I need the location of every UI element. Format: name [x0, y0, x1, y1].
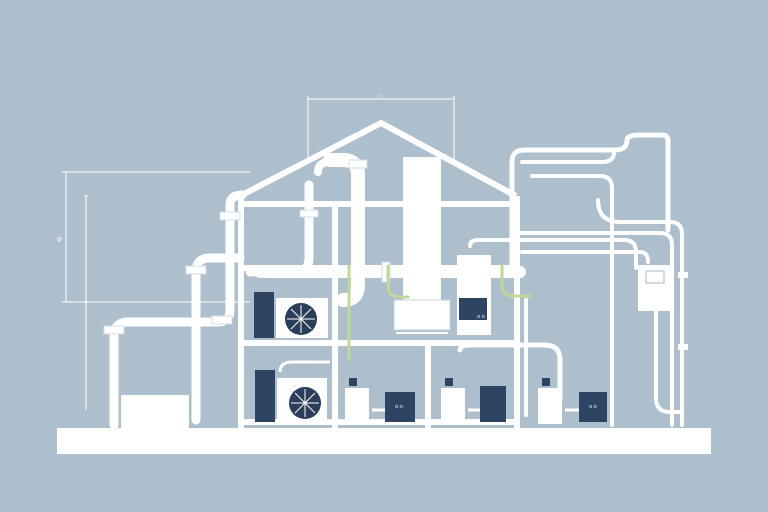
ground-connector-pipes [276, 327, 579, 412]
meter-flanges [678, 272, 688, 350]
green-accent-pipes [347, 264, 532, 362]
house-roof [238, 120, 518, 199]
left-dimension-label: φ [57, 236, 62, 243]
boiler-units [345, 378, 607, 424]
unit-tag: ⊟ ⊟ [477, 314, 485, 319]
unit-tag: ⊟ ⊟ [589, 404, 597, 409]
upper-right-tank [457, 255, 491, 335]
right-pipe-network [457, 132, 684, 427]
pipe-couplings [103, 159, 391, 335]
fan-icon [289, 387, 321, 419]
central-unit [393, 299, 451, 331]
storage-box [121, 395, 189, 429]
top-dimension-label: □ [378, 94, 383, 101]
upper-right-panel [459, 298, 487, 320]
central-column [403, 157, 441, 302]
dimension-lines [62, 96, 455, 410]
fan-icon [285, 303, 317, 335]
lower-heat-pump-panel [255, 370, 275, 422]
upper-heat-pump-panel [254, 292, 274, 338]
unit-tag: ⊟ ⊟ [395, 404, 403, 409]
ground-slab [57, 428, 711, 454]
meter-face [645, 270, 665, 284]
